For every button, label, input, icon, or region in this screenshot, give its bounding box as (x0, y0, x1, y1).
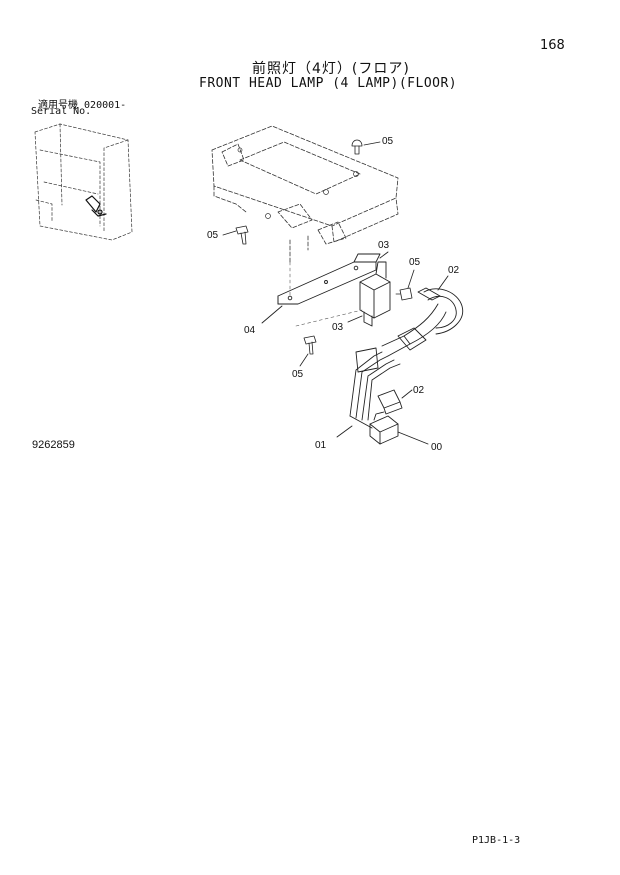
bolt-05-left-drawing-icon (222, 225, 249, 245)
callout-05-right: 05 (409, 257, 421, 268)
serial-label-japanese: 適用号機 (38, 100, 78, 111)
bolt-05-right-drawing-icon (395, 269, 415, 301)
callout-02-lower: 02 (413, 385, 425, 396)
page-number: 168 (540, 38, 565, 53)
callout-00: 00 (431, 442, 443, 453)
page-code: P1JB-1-3 (472, 835, 521, 846)
callout-04: 04 (244, 325, 256, 336)
callout-03-upper: 03 (378, 240, 390, 251)
page-title-english: FRONT HEAD LAMP (4 LAMP)(FLOOR) (199, 76, 458, 91)
machine-cab-thumbnail-icon (34, 123, 133, 241)
floor-plate-holes (237, 147, 359, 219)
connector-00-drawing-icon (369, 411, 429, 445)
callout-01: 01 (315, 440, 327, 451)
serial-label-english: Serial No. (31, 106, 92, 117)
serial-applicability: 適用号機 020001- (38, 96, 126, 111)
thumbnail-lamp-location-icon (85, 195, 107, 217)
callout-02-upper: 02 (448, 265, 460, 276)
callout-05-top: 05 (382, 136, 394, 147)
page-title-japanese: 前照灯（4灯）(フロア) (252, 61, 410, 77)
callout-05-bottom: 05 (292, 369, 304, 380)
bracket-04-drawing-icon (261, 253, 381, 324)
bolt-05-top-drawing-icon (351, 139, 381, 155)
relay-03-drawing-icon (347, 251, 391, 327)
harness-01-drawing-icon (336, 275, 464, 438)
callout-05-left: 05 (207, 230, 219, 241)
drawing-number: 9262859 (32, 439, 75, 451)
bolt-05-bottom-drawing-icon (299, 335, 317, 367)
callout-03-lower: 03 (332, 322, 344, 333)
floor-plate-drawing-icon (211, 125, 399, 263)
connector-02-drawing-icon (377, 389, 413, 415)
assembly-guide-lines (289, 261, 363, 327)
serial-range: 020001- (84, 100, 127, 111)
